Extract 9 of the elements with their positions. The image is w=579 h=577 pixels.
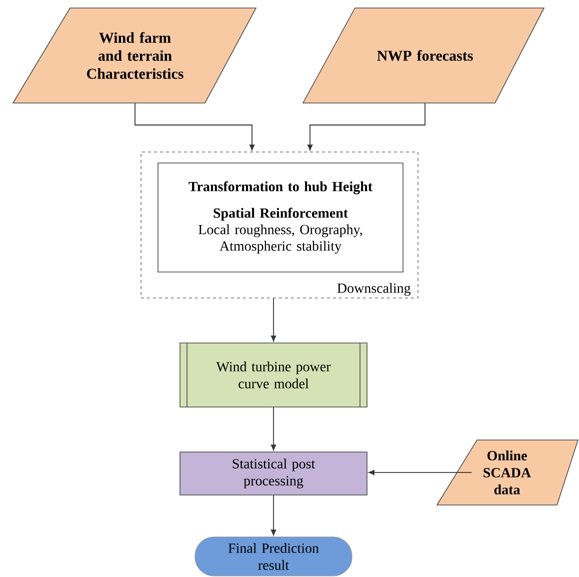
arrow — [270, 494, 276, 536]
arrow — [270, 298, 276, 342]
process-box: Transformation to hub Height Spatial Reinforcement Local roughness, Orography, Atmospheric stability — [158, 162, 404, 272]
process-box: Wind turbine power curve model — [180, 342, 368, 408]
arrow — [270, 406, 276, 450]
arrow — [307, 102, 426, 150]
arrow — [368, 470, 472, 476]
arrow — [134, 102, 255, 150]
process-box: Statistical post processing — [180, 452, 368, 496]
